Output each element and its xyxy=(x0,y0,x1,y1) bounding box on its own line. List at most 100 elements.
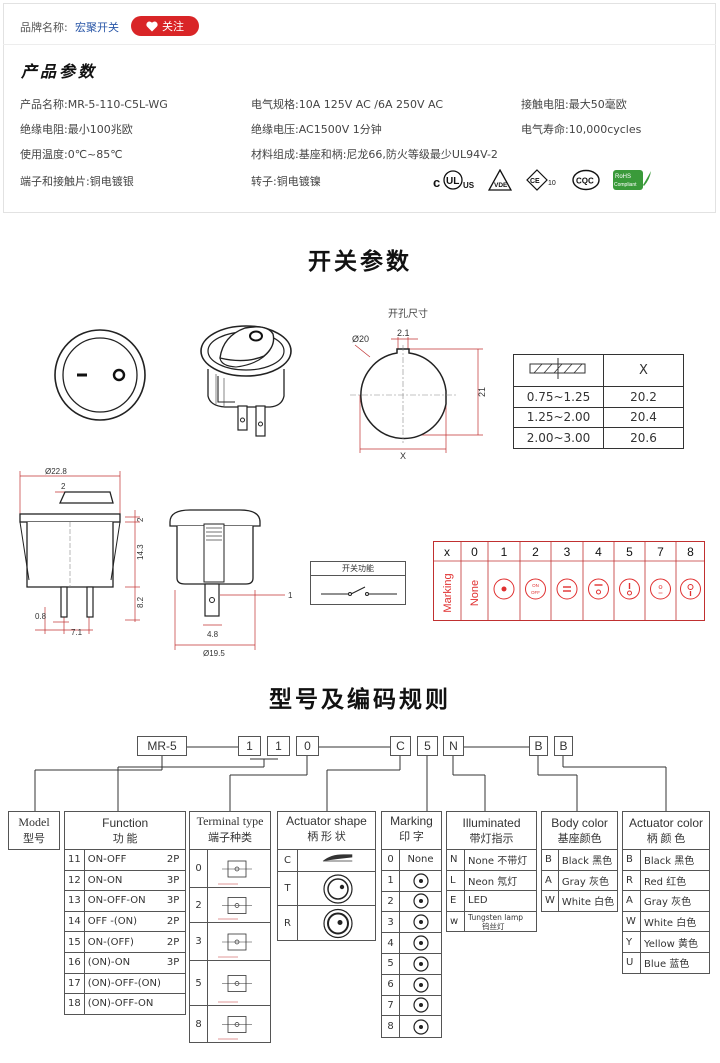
code-func-1: 1 xyxy=(238,736,261,756)
code-body-color: B xyxy=(529,736,548,756)
actuator-shape-icon xyxy=(323,874,353,904)
dim-d20: Ø20 xyxy=(352,334,369,344)
terminal-row: 5 xyxy=(190,961,270,1006)
body-color-row: A Gray 灰色 xyxy=(541,869,619,892)
marking-symbol xyxy=(588,578,609,600)
marking-code-header: 2 xyxy=(532,545,539,559)
marking-off-text: OFF xyxy=(531,590,540,595)
rohs-logo: RoHS Compliant xyxy=(613,170,651,190)
actuator-color-row: A Gray 灰色 xyxy=(622,890,710,912)
svg-text:Compliant: Compliant xyxy=(614,182,637,188)
dim-2: 2 xyxy=(61,482,66,491)
svg-text:10: 10 xyxy=(548,180,556,187)
dim-d195: Ø19.5 xyxy=(203,649,225,658)
marking-symbol-icon xyxy=(412,956,429,972)
dim-w21: 2.1 xyxy=(397,328,410,338)
marking-code-row: 5 xyxy=(382,953,441,975)
brand-name-link[interactable]: 宏聚开关 xyxy=(75,21,119,34)
svg-text:US: US xyxy=(463,181,475,190)
svg-text:CQC: CQC xyxy=(576,177,594,186)
function-row: 12 ON-ON 3P xyxy=(64,869,187,892)
actuator-color-row: B Black 黑色 xyxy=(622,849,710,871)
marking-code-row: 6 xyxy=(382,974,441,996)
hole-dimension-drawing: Ø20 2.1 21 X xyxy=(350,328,487,461)
coding-connector-lines xyxy=(34,746,667,811)
divider xyxy=(3,44,716,45)
marking-none-label: None xyxy=(469,580,481,606)
function-row: 13 ON-OFF-ON 3P xyxy=(64,890,187,912)
brand-label: 品牌名称: xyxy=(20,21,68,34)
code-terminal: 0 xyxy=(296,736,319,756)
cqc-logo: CQC xyxy=(572,169,600,191)
marking-code-row: 2 xyxy=(382,891,441,913)
body-color-row: B Black 黑色 xyxy=(541,849,619,871)
marking-mark xyxy=(596,589,601,595)
actuator-shape-icon xyxy=(322,854,353,862)
function-row: 18 (ON)-OFF-ON xyxy=(64,993,187,1015)
terminal-drawing xyxy=(218,975,252,1003)
function-row: 11 ON-OFF 2P xyxy=(64,849,187,871)
dim-h143: 14.3 xyxy=(136,544,145,560)
switch-function-label: 开关功能 xyxy=(311,562,405,576)
marking-symbol-icon xyxy=(412,997,429,1014)
side-view-drawing: Ø22.8 2 2 14.3 8.2 0.8 7.1 xyxy=(19,467,145,637)
marking-symbol-icon xyxy=(412,873,429,889)
marking-code-row: 0 None xyxy=(382,850,441,871)
ce-10-logo: CE 10 xyxy=(526,169,556,191)
switch-3d-view xyxy=(200,325,292,437)
marking-symbol xyxy=(650,578,671,600)
body-color-row: W White 白色 xyxy=(541,890,619,912)
marking-code-header: 1 xyxy=(501,545,508,559)
marking-code-header: 7 xyxy=(657,545,664,559)
marking-symbol-icon xyxy=(412,935,429,951)
panel-thickness-icon xyxy=(529,358,586,379)
param-material: 材料组成:基座和柄:尼龙66,防火等级最少UL94V-2 xyxy=(251,148,498,161)
switch-symbol-icon xyxy=(321,586,397,596)
svg-text:CE: CE xyxy=(530,178,540,185)
dim-one: 1 xyxy=(288,591,293,600)
switch-function-box: 开关功能 xyxy=(310,561,406,605)
actuator-shape-row: C xyxy=(278,850,375,872)
dim-h21: 21 xyxy=(477,387,487,397)
function-row: 14 OFF -(ON) 2P xyxy=(64,910,187,933)
actuator-color-row: R Red 红色 xyxy=(622,869,710,892)
marking-code-row: 4 xyxy=(382,933,441,954)
dim-w71: 7.1 xyxy=(71,628,83,637)
terminal-row: 0 xyxy=(190,850,270,888)
marking-code-header: 3 xyxy=(564,545,571,559)
function-row: 15 ON-(OFF) 2P xyxy=(64,931,187,953)
marking-symbol-icon xyxy=(412,977,429,993)
terminal-row: 3 xyxy=(190,923,270,961)
coding-rules-title: 型号及编码规则 xyxy=(269,687,451,713)
marking-mark xyxy=(501,586,507,592)
follow-button[interactable]: 关注 xyxy=(131,16,199,36)
marking-code-row: 1 xyxy=(382,870,441,892)
terminal-drawing xyxy=(218,860,252,885)
param-electrical-life: 电气寿命:10,000cycles xyxy=(521,123,642,136)
function-row: 16 (ON)-ON 3P xyxy=(64,951,187,974)
marking-code-header: 8 xyxy=(687,545,694,559)
hole-size-label: 开孔尺寸 xyxy=(388,309,428,320)
marking-code-header: 4 xyxy=(595,545,602,559)
marking-code-header: 5 xyxy=(626,545,633,559)
dim-d228: Ø22.8 xyxy=(45,467,67,476)
product-info-card xyxy=(3,3,716,213)
switch-params-title: 开关参数 xyxy=(308,249,412,275)
switch-front-view xyxy=(54,329,146,421)
svg-text:c: c xyxy=(433,175,440,190)
svg-text:VDE: VDE xyxy=(494,182,508,189)
param-insulation-resistance: 绝缘电阻:最小100兆欧 xyxy=(20,123,133,136)
marking-symbol xyxy=(556,578,578,600)
actuator-color-row: W White 白色 xyxy=(622,910,710,933)
marking-symbol-icon xyxy=(412,893,429,910)
